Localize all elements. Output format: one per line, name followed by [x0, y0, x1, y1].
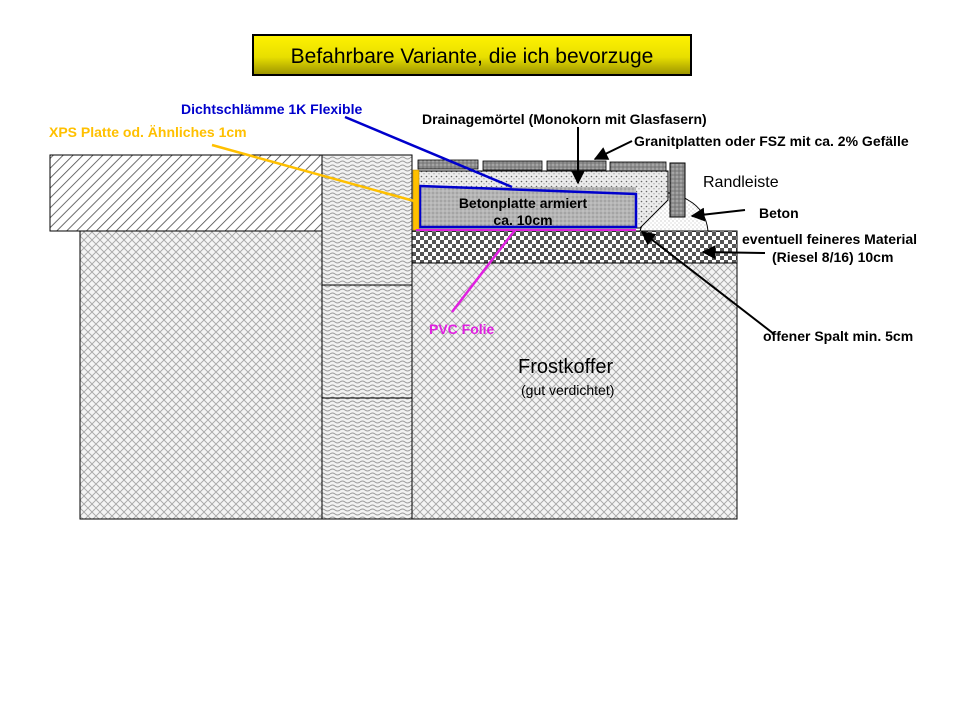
label-drainagemoertel: Drainagemörtel (Monokorn mit Glasfasern): [422, 111, 707, 127]
dichtschlaemme-outline: [418, 184, 638, 229]
label-randleiste: Randleiste: [703, 174, 779, 191]
label-feineres-line2: (Riesel 8/16) 10cm: [772, 249, 893, 265]
label-dichtschlaemme: Dichtschlämme 1K Flexible: [181, 101, 363, 117]
label-xps: XPS Platte od. Ähnliches 1cm: [49, 124, 247, 140]
label-beton: Beton: [759, 205, 799, 221]
left-hatched-slab: [49, 154, 323, 232]
label-offener-spalt: offener Spalt min. 5cm: [763, 328, 913, 344]
label-frostkoffer: Frostkoffer: [518, 356, 614, 378]
randleiste-curb: [669, 162, 686, 218]
label-betonplatte-line2: ca. 10cm: [493, 212, 552, 228]
leader-lines: [211, 115, 775, 335]
granite-tiles: [417, 159, 667, 172]
masonry-column: [321, 154, 413, 520]
diagram-title: Befahrbare Variante, die ich bevorzuge: [291, 45, 654, 68]
label-pvc-folie: PVC Folie: [429, 321, 495, 337]
riesel-layer: [411, 230, 738, 264]
label-betonplatte-line1: Betonplatte armiert: [459, 195, 588, 211]
frostkoffer-block: [411, 262, 738, 520]
title-box: Befahrbare Variante, die ich bevorzuge: [252, 34, 692, 76]
left-gravel-foundation: [79, 230, 323, 520]
label-feineres-line1: eventuell feineres Material: [742, 231, 917, 247]
label-frostkoffer-sub: (gut verdichtet): [521, 382, 614, 398]
label-granitplatten: Granitplatten oder FSZ mit ca. 2% Gefäll…: [634, 133, 909, 149]
